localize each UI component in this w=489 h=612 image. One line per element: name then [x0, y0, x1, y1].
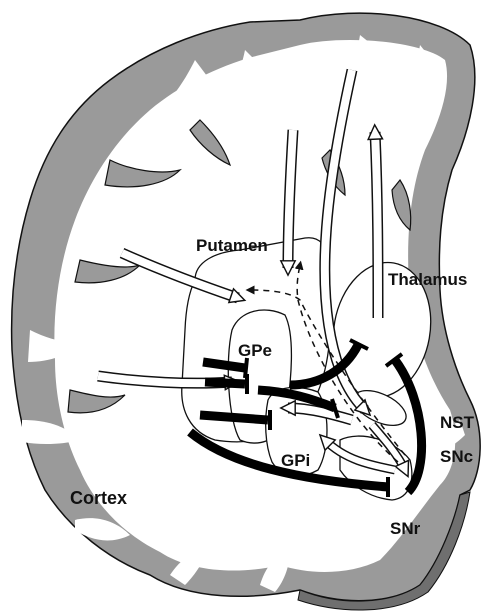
label-gpe: GPe — [238, 341, 272, 360]
label-putamen: Putamen — [196, 236, 268, 255]
inhib-putamen-gpe-1 — [203, 362, 245, 368]
label-thalamus: Thalamus — [388, 270, 467, 289]
label-cortex: Cortex — [70, 488, 127, 508]
label-snc: SNc — [440, 447, 473, 466]
label-gpi: GPi — [281, 451, 310, 470]
inhib-putamen-gpi — [200, 415, 268, 420]
label-nst: NST — [440, 413, 475, 432]
label-snr: SNr — [390, 519, 421, 538]
inhib-putamen-gpe-2 — [205, 382, 245, 384]
